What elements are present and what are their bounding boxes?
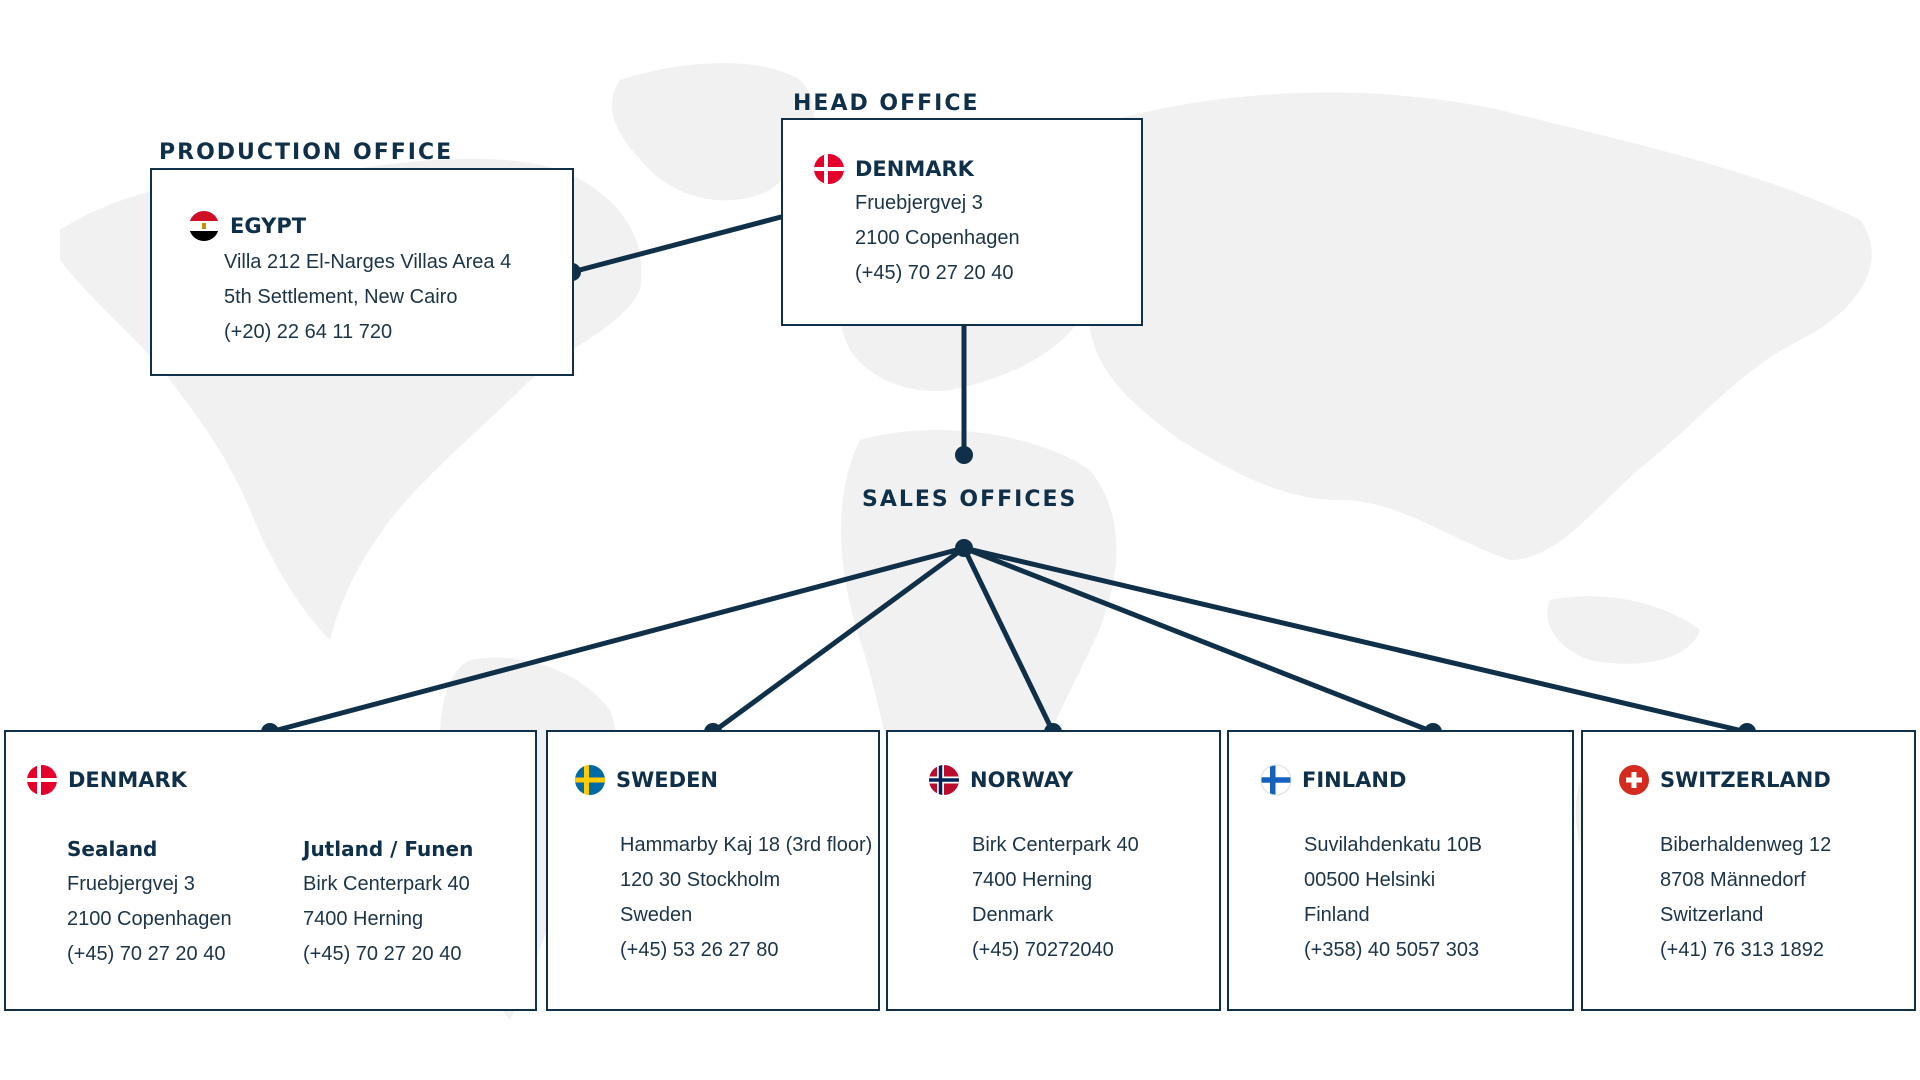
finland-flag-icon: [1260, 764, 1292, 796]
address-line: 5th Settlement, New Cairo: [224, 286, 458, 308]
sales-office-finland-card: FINLAND Suvilahdenkatu 10B 00500 Helsink…: [1227, 730, 1574, 1011]
egypt-flag-icon: [189, 211, 219, 241]
sales-sweden-address: Hammarby Kaj 18 (3rd floor) 120 30 Stock…: [620, 828, 872, 968]
sales-finland-address: Suvilahdenkatu 10B 00500 Helsinki Finlan…: [1304, 828, 1482, 968]
address-line: Fruebjergvej 3: [855, 192, 983, 214]
connector-node: [955, 539, 973, 557]
address-line: 00500 Helsinki: [1304, 869, 1436, 891]
sales-office-denmark-card: DENMARK Sealand Fruebjergvej 3 2100 Cope…: [4, 730, 537, 1011]
sales-office-norway-card: NORWAY Birk Centerpark 40 7400 Herning D…: [886, 730, 1221, 1011]
connector-sales-to-finland: [961, 545, 1436, 735]
phone-number: (+45) 70272040: [972, 939, 1114, 961]
address-line: 2100 Copenhagen: [67, 908, 232, 930]
phone-number: (+45) 53 26 27 80: [620, 939, 779, 961]
address-line: Denmark: [972, 904, 1054, 926]
region-name: Sealand: [67, 837, 158, 861]
connector-sales-to-denmark: [267, 545, 967, 735]
sales-office-sweden-card: SWEDEN Hammarby Kaj 18 (3rd floor) 120 3…: [546, 730, 880, 1011]
sales-switzerland-country: SWITZERLAND: [1660, 768, 1831, 792]
sales-switzerland-address: Biberhaldenweg 12 8708 Männedorf Switzer…: [1660, 828, 1831, 968]
address-line: Finland: [1304, 904, 1370, 926]
address-line: Fruebjergvej 3: [67, 873, 195, 895]
sales-norway-title: NORWAY: [928, 764, 1073, 796]
head-office-card: DENMARK Fruebjergvej 3 2100 Copenhagen (…: [781, 118, 1143, 326]
sweden-flag-icon: [575, 765, 605, 795]
region-jutland-funen: Jutland / Funen Birk Centerpark 40 7400 …: [303, 832, 473, 972]
sales-sweden-title: SWEDEN: [574, 764, 718, 796]
address-line: Hammarby Kaj 18 (3rd floor): [620, 834, 873, 856]
connector-node: [955, 446, 973, 464]
address-line: Biberhaldenweg 12: [1660, 834, 1832, 856]
address-line: Switzerland: [1660, 904, 1764, 926]
switzerland-flag-icon: [1619, 765, 1649, 795]
sales-norway-country: NORWAY: [970, 768, 1074, 792]
sales-offices-heading: SALES OFFICES: [862, 487, 1078, 512]
phone-number: (+41) 76 313 1892: [1660, 939, 1825, 961]
region-name: Jutland / Funen: [303, 837, 474, 861]
sales-office-switzerland-card: SWITZERLAND Biberhaldenweg 12 8708 Männe…: [1581, 730, 1916, 1011]
sales-denmark-country: DENMARK: [68, 768, 187, 792]
connector-sales-to-norway: [961, 545, 1056, 735]
address-line: Sweden: [620, 904, 693, 926]
sales-norway-address: Birk Centerpark 40 7400 Herning Denmark …: [972, 828, 1139, 968]
production-office-title: EGYPT: [188, 210, 306, 242]
denmark-flag-icon: [27, 765, 57, 795]
address-line: 8708 Männedorf: [1660, 869, 1806, 891]
connector-sales-to-sweden: [710, 545, 967, 735]
address-line: Birk Centerpark 40: [972, 834, 1139, 856]
address-line: 2100 Copenhagen: [855, 227, 1020, 249]
production-office-card: EGYPT Villa 212 El-Narges Villas Area 4 …: [150, 168, 574, 376]
sales-finland-title: FINLAND: [1260, 764, 1406, 796]
production-office-heading: PRODUCTION OFFICE: [159, 140, 454, 165]
phone-number: (+45) 70 27 20 40: [855, 262, 1014, 284]
sales-switzerland-title: SWITZERLAND: [1618, 764, 1831, 796]
phone-number: (+45) 70 27 20 40: [67, 943, 226, 965]
phone-number: (+45) 70 27 20 40: [303, 943, 462, 965]
production-office-address: Villa 212 El-Narges Villas Area 4 5th Se…: [224, 245, 511, 350]
norway-flag-icon: [929, 765, 959, 795]
head-office-country: DENMARK: [855, 157, 974, 181]
head-office-address: Fruebjergvej 3 2100 Copenhagen (+45) 70 …: [855, 186, 1020, 291]
sales-finland-country: FINLAND: [1302, 768, 1407, 792]
head-office-heading: HEAD OFFICE: [793, 91, 980, 116]
address-line: Villa 212 El-Narges Villas Area 4: [224, 251, 512, 273]
region-sealand: Sealand Fruebjergvej 3 2100 Copenhagen (…: [67, 832, 232, 972]
address-line: 7400 Herning: [303, 908, 424, 930]
address-line: 7400 Herning: [972, 869, 1093, 891]
connector-sales-to-switzerland: [961, 545, 1750, 735]
connector-production-to-head: [569, 214, 784, 275]
head-office-title: DENMARK: [813, 153, 974, 185]
address-line: 120 30 Stockholm: [620, 869, 781, 891]
sales-denmark-title: DENMARK: [26, 764, 187, 796]
denmark-flag-icon: [814, 154, 844, 184]
address-line: Birk Centerpark 40: [303, 873, 470, 895]
sales-sweden-country: SWEDEN: [616, 768, 718, 792]
phone-number: (+358) 40 5057 303: [1304, 939, 1480, 961]
phone-number: (+20) 22 64 11 720: [224, 321, 393, 343]
address-line: Suvilahdenkatu 10B: [1304, 834, 1482, 856]
production-office-country: EGYPT: [230, 214, 307, 238]
